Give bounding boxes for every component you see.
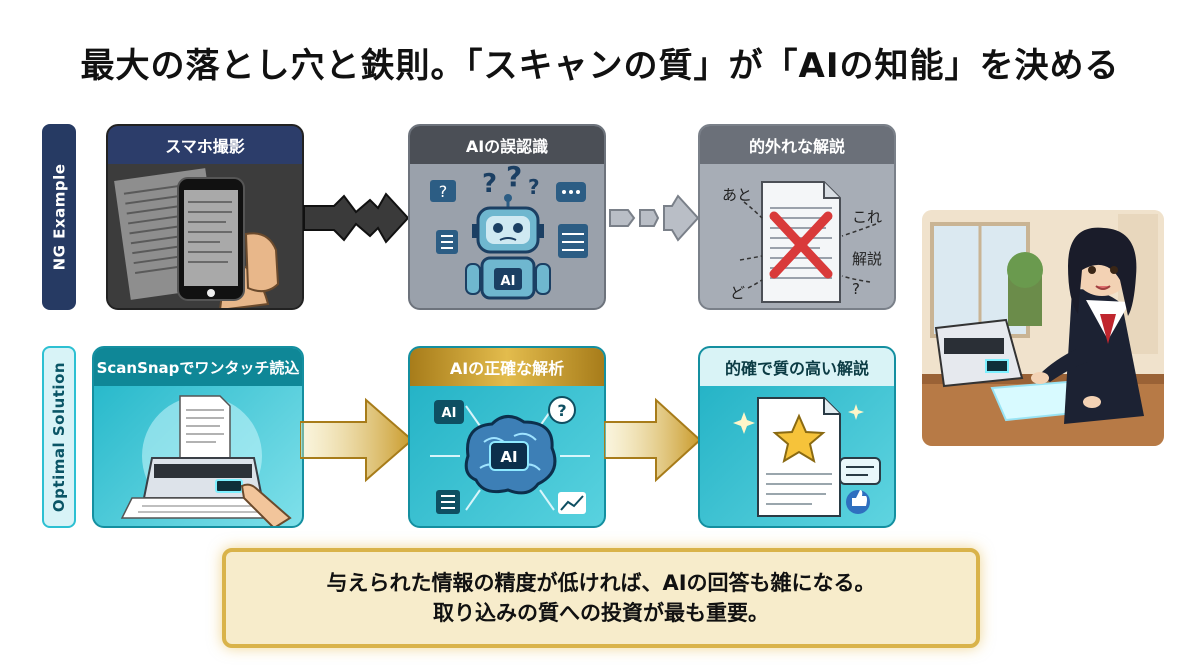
svg-text:?: ?	[439, 182, 448, 201]
ng-step1-title: スマホ撮影	[108, 126, 302, 164]
ng-step2-title: AIの誤認識	[410, 126, 604, 164]
row-label-ng: NG Example	[42, 124, 76, 310]
optimal-step-scansnap: ScanSnapでワンタッチ読込	[92, 346, 304, 528]
svg-text:?: ?	[528, 175, 540, 199]
smartphone-icon	[108, 164, 302, 308]
brain-badge: AI	[500, 448, 517, 466]
row-label-optimal: Optimal Solution	[42, 346, 76, 528]
svg-text:?: ?	[506, 164, 522, 193]
scatter-word-2: これ	[852, 208, 882, 226]
ng-step-phone-capture: スマホ撮影	[106, 124, 304, 310]
ng-step3-title: 的外れな解説	[700, 126, 894, 164]
star-document-icon	[733, 397, 881, 517]
scatter-word-1: あと	[722, 186, 752, 204]
scatter-word-4: ど	[730, 284, 745, 302]
ng-step-ai-misrecognition: AIの誤認識 ? ? ? ? AI	[408, 124, 606, 310]
chip-badge: AI	[442, 406, 457, 421]
ng-step-off-target-explanation: 的外れな解説 あと これ 解説 ど ?	[698, 124, 896, 310]
optimal-step2-title: AIの正確な解析	[410, 348, 604, 386]
robot-icon: ? ? ? ? AI	[430, 164, 588, 300]
red-x-icon	[769, 211, 833, 279]
optimal-step-quality-explanation: 的確で質の高い解説	[698, 346, 896, 528]
gold-arrow-2	[604, 397, 702, 483]
scatter-word-5: ?	[852, 280, 860, 298]
brain-icon: AI ? AI	[430, 396, 590, 514]
zigzag-arrow-icon	[303, 192, 410, 244]
row-label-ng-text: NG Example	[50, 163, 69, 271]
key-message-line-1: 与えられた情報の精度が低ければ、AIの回答も雑になる。	[326, 570, 876, 595]
optimal-step-ai-analysis: AIの正確な解析 AI ? AI	[408, 346, 606, 528]
page-title: 最大の落とし穴と鉄則。「スキャンの質」が「AIの知能」を決める	[80, 46, 1120, 86]
broken-arrow-icon	[609, 194, 700, 242]
key-message-line-2: 取り込みの質への投資が最も重要。	[433, 601, 769, 625]
optimal-step1-title: ScanSnapでワンタッチ読込	[94, 348, 302, 386]
optimal-step3-title: 的確で質の高い解説	[700, 348, 894, 386]
svg-text:?: ?	[557, 401, 566, 420]
document-icon: あと これ 解説 ど ?	[722, 181, 882, 303]
scatter-word-3: 解説	[852, 250, 882, 268]
student-scanning-illustration	[922, 210, 1164, 446]
key-message-box: 与えられた情報の精度が低ければ、AIの回答も雑になる。 取り込みの質への投資が最…	[222, 548, 980, 648]
robot-badge: AI	[501, 274, 516, 289]
star-icon	[772, 413, 826, 464]
svg-text:?: ?	[482, 169, 497, 199]
gold-arrow-1	[300, 397, 414, 483]
chat-icon	[839, 457, 881, 485]
row-label-optimal-text: Optimal Solution	[50, 361, 68, 513]
scanner-icon	[120, 395, 292, 526]
